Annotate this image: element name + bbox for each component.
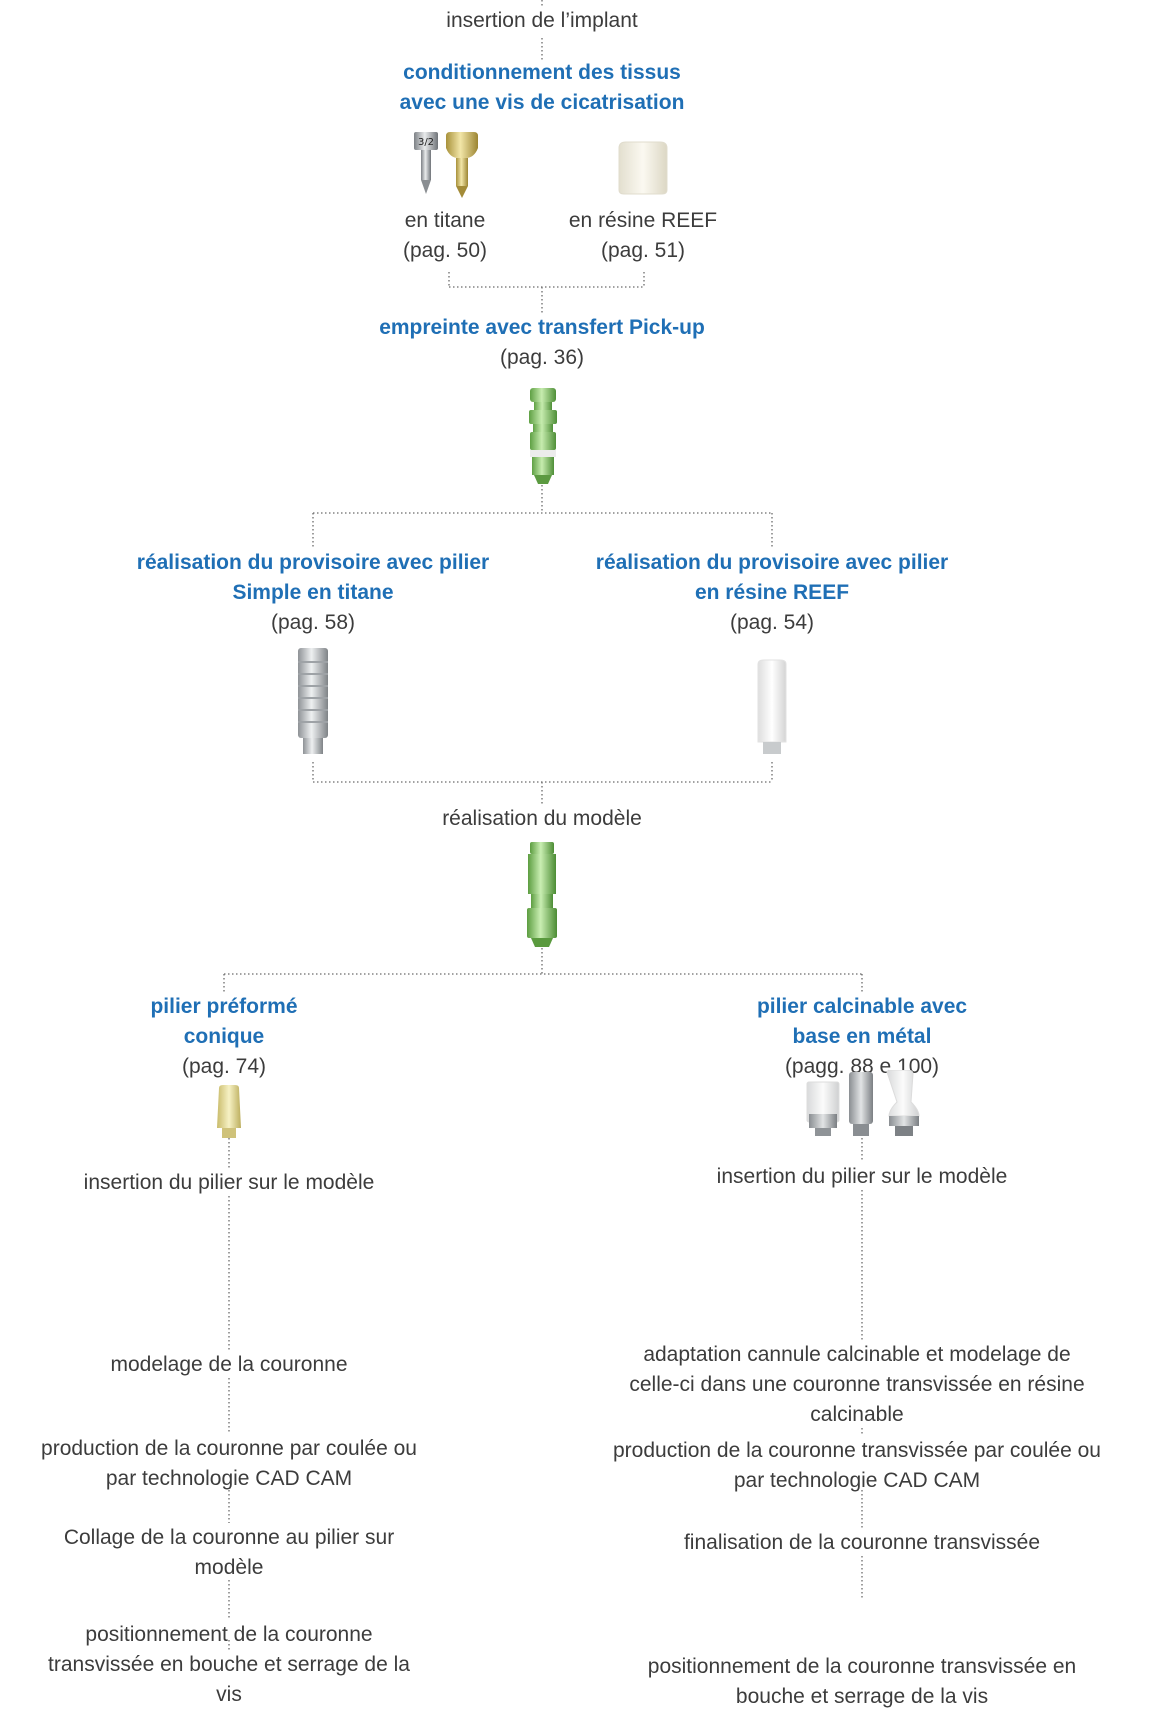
right-step-crown-positioning: positionnement de la couronne transvissé… [587,1652,1137,1712]
conditioning-title: conditionnement des tissus avec une vis … [292,58,792,118]
conical-abutment-block: pilier préformé conique (pag. 74) [49,992,399,1082]
right-step-crown-positioning-line2: bouche et serrage de la vis [735,1685,989,1708]
provisional-resin-page-ref: (pag. 54) [729,611,815,634]
left-step-crown-production: production de la couronne par coulée ou … [0,1434,458,1494]
right-step-crown-positioning-line1: positionnement de la couronne transvissé… [647,1655,1077,1678]
calcinable-abutment-title-line1: pilier calcinable avec [756,995,968,1018]
titane-label-text: en titane [404,209,486,232]
provisional-resin-block: réalisation du provisoire avec pilier en… [562,548,982,638]
titane-page-ref: (pag. 50) [402,239,488,262]
titanium-healing-screw-icon: 3/2 [414,132,438,194]
implant-analog-icon [527,842,557,947]
conical-abutment-title-line2: conique [183,1025,265,1048]
titanium-screw-marking: 3/2 [418,137,434,148]
impression-block: empreinte avec transfert Pick-up (pag. 3… [292,313,792,373]
right-step-crown-production: production de la couronne transvissée pa… [562,1436,1152,1496]
provisional-titanium-title-line1: réalisation du provisoire avec pilier [136,551,490,574]
right-step-crown-production-line1: production de la couronne transvissée pa… [613,1439,1101,1462]
resin-healing-cap-icon [618,141,668,195]
pickup-transfer-icon [529,388,557,484]
impression-page-ref: (pag. 36) [499,346,585,369]
calcinable-abutment-icon [806,1070,920,1136]
reef-page-ref: (pag. 51) [600,239,686,262]
left-step-insertion: insertion du pilier sur le modèle [83,1171,375,1194]
left-step-crown-bonding: Collage de la couronne au pilier sur mod… [10,1523,448,1583]
right-step-crown-production-line2: par technologie CAD CAM [733,1469,981,1492]
titanium-abutment-icon [298,648,328,754]
calcinable-abutment-title-line2: base en métal [792,1025,932,1048]
left-step-crown-production-line2: par technologie CAD CAM [105,1467,353,1490]
left-step-crown-bonding-line2: modèle [194,1556,264,1579]
left-step-crown-bonding-line1: Collage de la couronne au pilier sur [63,1526,395,1549]
right-step-cannula-adaptation-line1: adaptation cannule calcinable et modelag… [643,1343,1071,1366]
right-step-crown-finalisation: finalisation de la couronne transvissée [683,1531,1041,1554]
conical-abutment-title-line1: pilier préformé [150,995,298,1018]
left-step-crown-positioning-line2: transvissée en bouche et serrage de la [48,1653,410,1676]
right-step-cannula-adaptation-line2: celle-ci dans une couronne transvissée e… [629,1373,1085,1396]
conditioning-title-line2: avec une vis de cicatrisation [399,91,685,114]
reef-label-text: en résine REEF [568,209,718,232]
provisional-titanium-block: réalisation du provisoire avec pilier Si… [103,548,523,638]
titane-label: en titane (pag. 50) [385,206,505,266]
conical-abutment-icon [217,1085,241,1138]
provisional-titanium-title-line2: Simple en titane [232,581,394,604]
left-step-crown-positioning: positionnement de la couronne transvissé… [10,1620,448,1710]
impression-title: empreinte avec transfert Pick-up [379,316,705,339]
gold-healing-screw-icon [446,132,478,198]
provisional-resin-title-line2: en résine REEF [694,581,850,604]
left-step-crown-modeling: modelage de la couronne [110,1353,348,1376]
right-step-cannula-adaptation-line3: calcinable [810,1403,904,1426]
conical-abutment-page-ref: (pag. 74) [181,1055,267,1078]
right-step-cannula-adaptation: adaptation cannule calcinable et modelag… [562,1340,1152,1430]
model-step: réalisation du modèle [442,807,642,830]
resin-abutment-icon [757,659,787,754]
provisional-titanium-page-ref: (pag. 58) [270,611,356,634]
step-implant-insertion: insertion de l’implant [446,9,638,32]
left-step-crown-positioning-line1: positionnement de la couronne [85,1623,373,1646]
reef-label: en résine REEF (pag. 51) [553,206,733,266]
right-step-insertion: insertion du pilier sur le modèle [716,1165,1008,1188]
left-step-crown-production-line1: production de la couronne par coulée ou [41,1437,417,1460]
calcinable-abutment-block: pilier calcinable avec base en métal (pa… [687,992,1037,1082]
provisional-resin-title-line1: réalisation du provisoire avec pilier [595,551,949,574]
conditioning-title-line1: conditionnement des tissus [403,61,681,84]
left-step-crown-positioning-line3: vis [216,1683,242,1706]
